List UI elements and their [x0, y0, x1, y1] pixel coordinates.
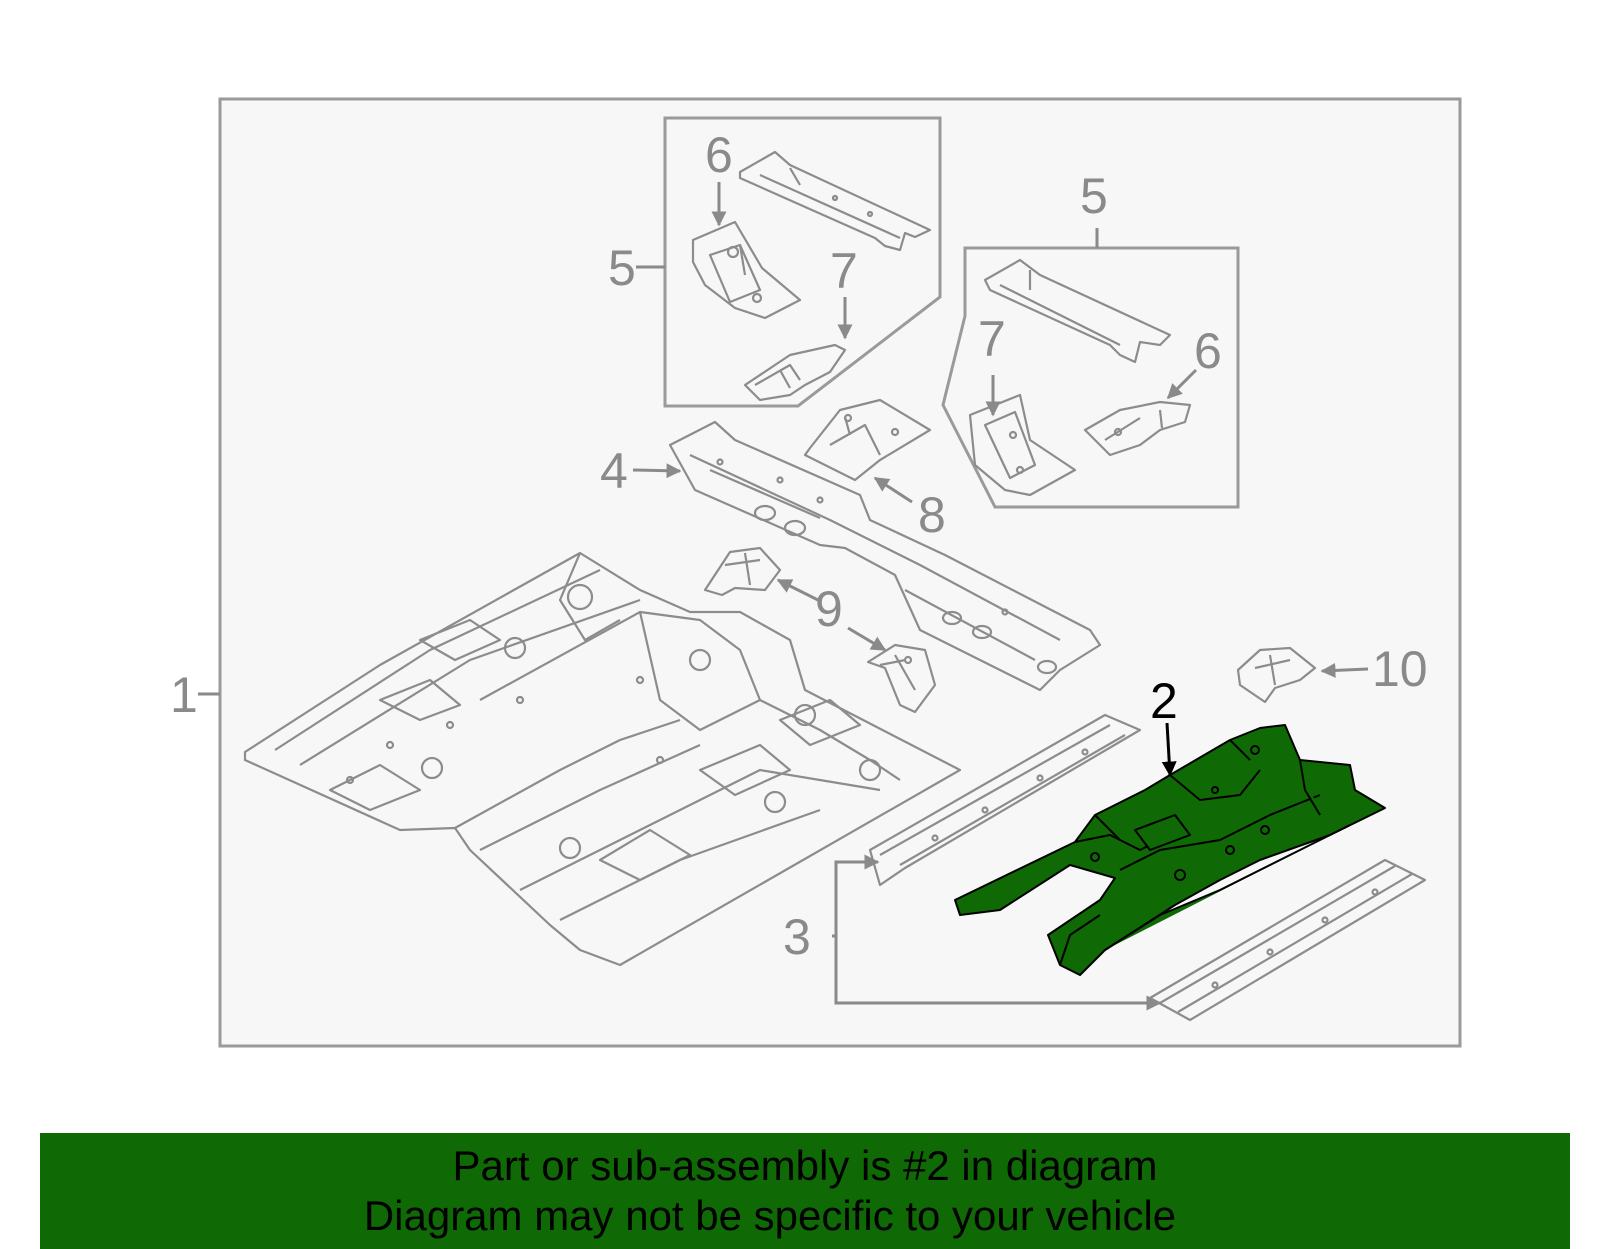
callout-10: 10 [1372, 641, 1428, 697]
floor-panel-2-highlighted [954, 724, 1386, 976]
callout-6-right: 6 [1194, 323, 1222, 379]
callout-2: 2 [1150, 673, 1178, 729]
callout-4: 4 [600, 443, 628, 499]
banner-line-1: Part or sub-assembly is #2 in diagram [452, 1142, 1158, 1189]
callout-1: 1 [170, 667, 198, 723]
callout-9: 9 [815, 581, 843, 637]
banner-line-2: Diagram may not be specific to your vehi… [363, 1192, 1177, 1239]
sill-3-lower [1148, 858, 1427, 1022]
subassembly-box-right [941, 246, 1240, 509]
bracket-9-upper [703, 546, 782, 597]
bracket-6-left [691, 220, 802, 320]
info-banner: Part or sub-assembly is #2 in diagram Di… [40, 1133, 1570, 1249]
callout-7-left: 7 [830, 243, 858, 299]
bracket-8 [803, 398, 932, 482]
crossmember-4 [668, 420, 1102, 692]
leader-lines [632, 182, 1369, 1011]
bracket-7-right [968, 393, 1077, 497]
callout-5-right: 5 [1080, 168, 1108, 224]
bracket-9-lower [866, 643, 937, 714]
callout-6-left: 6 [705, 127, 733, 183]
callout-8: 8 [918, 487, 946, 543]
crossmember-top-right [983, 258, 1172, 364]
callout-7-right: 7 [978, 311, 1006, 367]
callout-5-left: 5 [608, 240, 636, 296]
crossmember-top-left [738, 150, 932, 252]
bracket-10 [1236, 646, 1317, 704]
subassembly-box-left [663, 116, 942, 408]
callout-3: 3 [783, 909, 811, 965]
bracket-7-left [743, 343, 847, 402]
floor-pan-1 [243, 551, 962, 967]
sill-3-upper [868, 713, 1142, 887]
bracket-6-right [1083, 400, 1192, 457]
leader-2 [1161, 722, 1177, 777]
